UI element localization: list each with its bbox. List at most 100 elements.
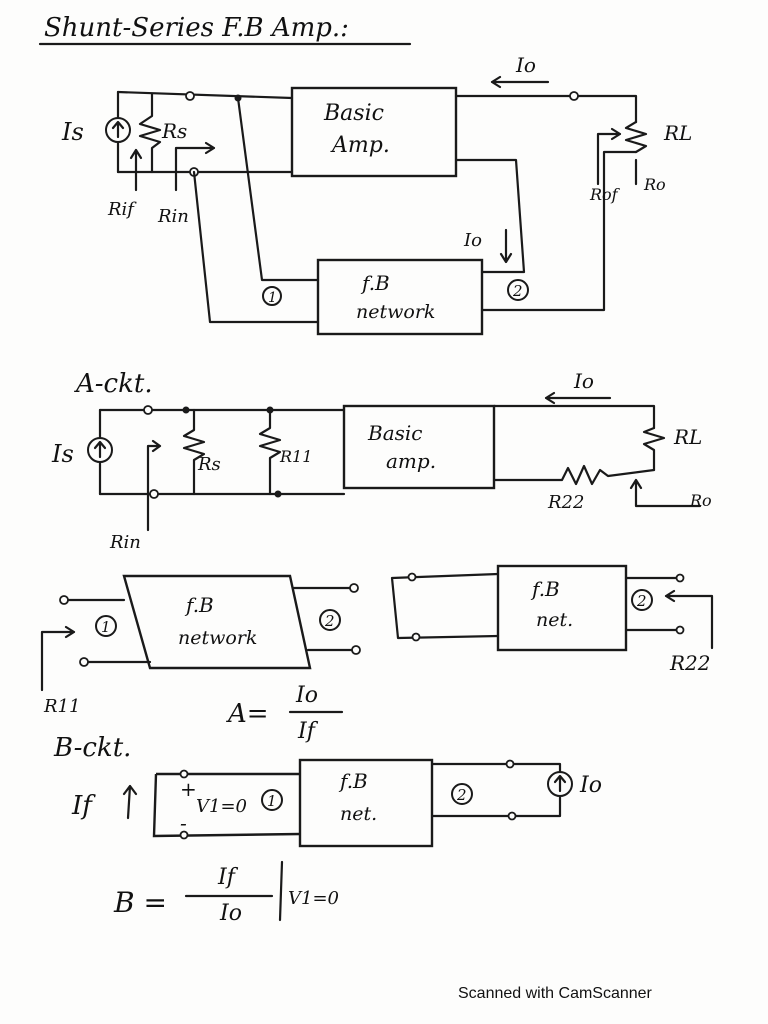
a-current-source-arrow: [93, 440, 107, 459]
fbn2-label-2: net.: [536, 609, 573, 631]
b-formula-lhs: B =: [113, 886, 167, 919]
fbn-left-terminal-bottom: [79, 657, 89, 667]
a-node-r11-top: [266, 406, 274, 414]
b-fb-net-label-1: f.B: [338, 769, 368, 793]
rs-resistor: [138, 92, 162, 174]
b-output-top-wire: [430, 762, 562, 774]
feedback-amplifier-circuit: Basic Amp. Is Rs Rif Rin f.B network 1: [61, 53, 692, 336]
fbn2-r22-arrow: [664, 589, 714, 650]
b-v1-label: V1=0: [196, 796, 247, 817]
port2-label: 2: [512, 282, 523, 300]
a-formula-lhs: A=: [226, 699, 269, 729]
fb-ground-wire: [192, 170, 320, 324]
b-fb-net-block: [298, 758, 434, 848]
b-formula-eval-bar: [278, 860, 284, 922]
rof-arrow: [596, 127, 622, 186]
port2-marker: [507, 279, 529, 301]
rl-resistor: [624, 120, 648, 154]
port1-marker: [262, 286, 282, 306]
a-r22-label: R22: [547, 492, 584, 513]
io-top-arrow: [490, 75, 550, 89]
input-top-wire: [116, 90, 294, 100]
ro-label: Ro: [643, 175, 666, 194]
a-rs-resistor: [182, 408, 206, 496]
a-terminal-bottom: [149, 489, 159, 499]
b-ckt-heading: B-ckt.: [53, 733, 131, 763]
a-io-arrow: [544, 391, 612, 405]
a-output-top-wire: [492, 404, 656, 430]
fbn-label-1: f.B: [184, 593, 214, 617]
rin-label: Rin: [157, 206, 189, 227]
basic-amp-label-2: Amp.: [330, 133, 390, 158]
fbn2-block: [496, 564, 628, 652]
a-node-rs-top: [182, 406, 190, 414]
rin-arrow: [174, 141, 216, 192]
a-ro-arrow: [629, 478, 702, 508]
a-rl-label: RL: [673, 425, 702, 449]
fb-network-block: [316, 258, 484, 336]
camscanner-footer: Scanned with CamScanner: [458, 985, 652, 1002]
fb-network-label-1: f.B: [360, 271, 390, 295]
b-output-terminal-bottom: [507, 811, 517, 821]
b-circuit: If + - V1=0 1 f.B net. 2 Io: [71, 758, 602, 848]
fbn2-left-terminal-bottom: [411, 632, 421, 642]
b-minus-sign: -: [180, 811, 187, 835]
a-io-label: Io: [573, 369, 594, 393]
output-top-wire: [454, 94, 638, 124]
a-node-r11-bottom: [274, 490, 282, 498]
a-circuit: Basic amp. Is Rin Rs R11 Io RL R22 Ro: [51, 369, 712, 553]
a-formula-den: If: [297, 719, 319, 744]
a-rin-arrow: [146, 439, 162, 532]
fb-network-port1-loading: f.B network 1 2 R11: [40, 574, 361, 717]
io-loop-label: Io: [463, 230, 482, 251]
input-terminal-top: [185, 91, 195, 101]
io-loop-arrow: [499, 228, 513, 264]
basic-amp-label-1: Basic: [323, 101, 384, 126]
rif-arrow: [129, 148, 143, 192]
a-r11-label: R11: [279, 447, 312, 466]
b-port1-marker: [261, 789, 283, 811]
fbn-port1-label: 1: [101, 618, 111, 636]
b-current-source-arrow: [553, 774, 567, 793]
io-top-label: Io: [515, 53, 536, 77]
b-plus-sign: +: [180, 777, 197, 801]
b-terminal-top: [179, 769, 189, 779]
b-output-bottom-wire: [430, 794, 562, 818]
current-source-is: [105, 117, 131, 143]
fbn2-port2-marker: [631, 589, 653, 611]
page-title: Shunt-Series F.B Amp.:: [44, 13, 349, 43]
fb-network-label-2: network: [356, 301, 435, 323]
a-r11-resistor: [258, 408, 282, 496]
a-current-source: [87, 437, 113, 463]
is-label: Is: [61, 118, 84, 146]
rs-label: Rs: [161, 119, 187, 143]
b-formula-cond: V1=0: [288, 888, 339, 909]
rl-to-fb-wire: [480, 150, 638, 312]
b-output-terminal-top: [505, 759, 515, 769]
fb-shunt-wire: [236, 96, 320, 282]
port1-label: 1: [268, 290, 277, 306]
a-gain-formula: A= Io If: [226, 683, 344, 744]
b-fb-net-label-2: net.: [340, 803, 377, 825]
a-basic-amp-block: [342, 404, 496, 490]
fbn-port2-label: 2: [324, 612, 335, 630]
basic-amp-block: [290, 86, 458, 178]
fb-net-port2-loading: f.B net. 2 R22: [390, 564, 714, 675]
fbn-right-terminal-top: [349, 583, 359, 593]
b-if-label: If: [71, 791, 96, 821]
rl-label: RL: [663, 121, 692, 145]
b-formula-num: If: [217, 865, 239, 890]
fbn-r11-arrow: [40, 625, 76, 692]
b-port1-label: 1: [267, 792, 277, 810]
fbn2-right-terminal-bottom: [675, 625, 685, 635]
b-io-label: Io: [579, 773, 602, 798]
b-formula-den: Io: [219, 901, 242, 926]
fbn-port1-marker: [95, 615, 117, 637]
fbn2-port2-label: 2: [636, 592, 647, 610]
a-output-bottom-wire: [492, 464, 656, 486]
a-ro-label: Ro: [689, 491, 712, 510]
fbn-label-2: network: [178, 627, 257, 649]
fbn-block: [122, 574, 312, 670]
fbn2-right-terminal-top: [675, 573, 685, 583]
a-is-label: Is: [51, 440, 74, 468]
